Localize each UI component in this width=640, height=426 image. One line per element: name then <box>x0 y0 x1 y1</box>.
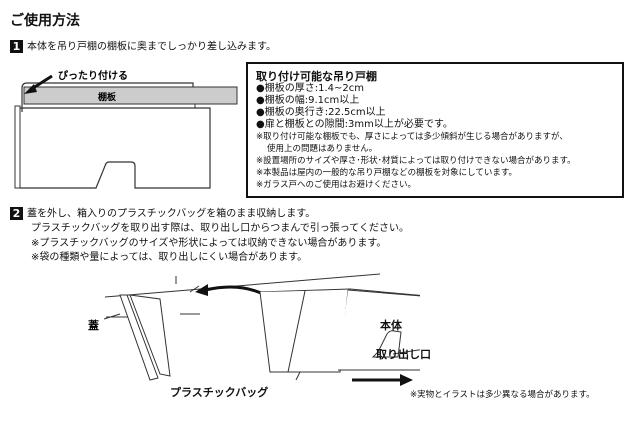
spec-heading: 取り付け可能な吊り戸棚 <box>256 70 377 83</box>
rotate-arrow-icon <box>204 285 266 297</box>
shelf-label: 棚板 <box>98 91 117 103</box>
bag-fold <box>287 290 306 373</box>
shelf-insertion-diagram: ぴったり付ける 棚板 <box>14 69 238 189</box>
spec-note: ※本製品は屋内の一般的な吊り戸棚などの棚板を対象にしています。 <box>256 168 518 178</box>
arrow-label: ぴったり付ける <box>58 69 128 82</box>
page-title: ご使用方法 <box>10 13 80 29</box>
opening <box>371 330 402 358</box>
pull-arrow-head-icon <box>400 374 413 386</box>
body <box>338 289 420 371</box>
footnote: ※実物とイラストは多少異なる場合があります。 <box>410 390 595 400</box>
step-line: プラスチックバッグを取り出す際は、取り出し口からつまんで引っ張ってください。 <box>31 223 409 234</box>
shelf-line <box>104 273 381 298</box>
opening-label: 取り出し口 <box>376 348 431 361</box>
step-line: ※袋の種類や量によっては、取り出しにくい場合があります。 <box>31 252 308 263</box>
leader-line <box>295 349 420 381</box>
leader-line <box>103 313 121 320</box>
rotate-arrow-head-icon <box>195 284 208 296</box>
step-1: 1 本体を吊り戸棚の棚板に奥までしっかり差し込みます。 <box>10 40 276 55</box>
step-number: 2 <box>10 207 23 220</box>
shelf-board <box>23 86 238 105</box>
body-label: 本体 <box>380 319 402 332</box>
step-text: 本体を吊り戸棚の棚板に奥までしっかり差し込みます。 <box>27 41 276 53</box>
spec-item: ●棚板の幅:9.1cm以上 <box>256 95 360 106</box>
spec-item: ●棚板の厚さ:1.4~2cm <box>256 83 364 94</box>
bag-label: プラスチックバッグ <box>170 386 269 399</box>
step-2: 2 蓋を外し、箱入りのプラスチックバッグを箱のまま収納します。 プラスチックバッグ… <box>10 207 409 266</box>
body-outline <box>20 107 211 189</box>
spec-item: ●棚板の奥行き:22.5cm以上 <box>256 107 386 118</box>
arrow-head-icon <box>24 84 37 94</box>
lid-leader <box>189 285 200 293</box>
body-top-outline <box>21 82 194 112</box>
spec-note: ※取り付け可能な棚板でも、厚さによっては多少傾斜が生じる場合がありますが、 <box>256 132 568 142</box>
lid <box>119 294 171 381</box>
spec-note: 使用上の問題はありません。 <box>267 144 378 154</box>
body-top <box>259 288 420 296</box>
step-line: 蓋を外し、箱入りのプラスチックバッグを箱のまま収納します。 <box>27 208 316 220</box>
body-front-panel <box>14 105 21 189</box>
spec-item: ●扉と棚板との隙間:3mm以上が必要です。 <box>256 119 453 130</box>
step-number: 1 <box>10 40 23 53</box>
spec-box: 取り付け可能な吊り戸棚 ●棚板の厚さ:1.4~2cm ●棚板の幅:9.1cm以上… <box>246 62 624 198</box>
spec-note: ※設置場所のサイズや厚さ･形状･材質によっては取り付けできない場合があります。 <box>256 156 576 166</box>
step-line: ※プラスチックバッグのサイズや形状によっては収納できない場合があります。 <box>31 237 387 249</box>
bag-storage-diagram: 蓋 <box>88 273 420 386</box>
spec-note: ※ガラス戸へのご使用はお避けください。 <box>256 180 416 190</box>
lid-label: 蓋 <box>88 318 99 332</box>
plastic-bag-box <box>259 289 349 373</box>
